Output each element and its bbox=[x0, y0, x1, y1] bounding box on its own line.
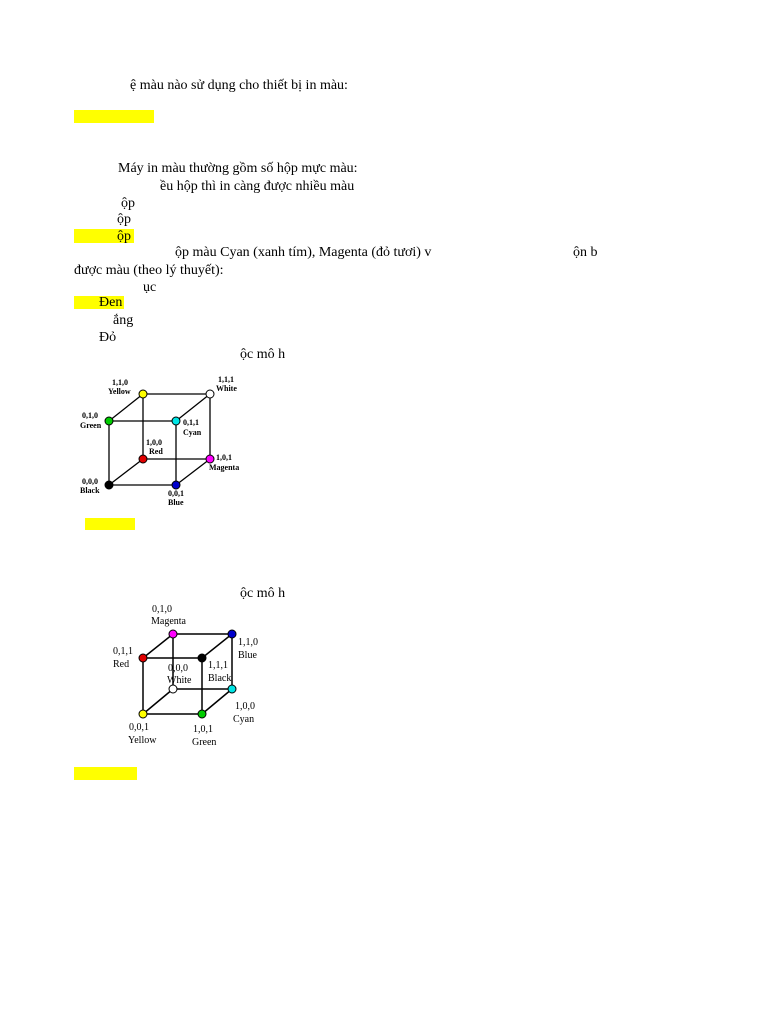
cyan-label: Cyan bbox=[233, 714, 254, 725]
magenta-vertex-dot bbox=[205, 454, 215, 464]
blue-code-label: 1,1,0 bbox=[238, 637, 258, 648]
answer-highlight bbox=[85, 518, 135, 530]
white-code-label: 0,0,0 bbox=[168, 663, 188, 674]
red-label: Red bbox=[113, 659, 129, 670]
cyan-code-label: 1,0,0 bbox=[235, 701, 255, 712]
green-label: Green bbox=[80, 421, 102, 430]
black-label: Black bbox=[208, 673, 231, 684]
question-2-option: ộp bbox=[117, 212, 131, 227]
cyan-code-label: 0,1,1 bbox=[183, 418, 199, 427]
magenta-label: Magenta bbox=[209, 463, 239, 472]
yellow-vertex-dot bbox=[138, 709, 148, 719]
answer-highlight bbox=[74, 110, 154, 123]
question-1-text: ệ màu nào sử dụng cho thiết bị in màu: bbox=[130, 78, 348, 93]
answer-highlight bbox=[74, 767, 137, 780]
black-label: Black bbox=[80, 486, 100, 495]
cyan-vertex-dot bbox=[171, 416, 181, 426]
question-3-option: Đỏ bbox=[99, 330, 117, 345]
magenta-code-label: 0,1,0 bbox=[152, 604, 172, 615]
answer-highlight bbox=[74, 229, 134, 243]
blue-vertex-dot bbox=[171, 480, 181, 490]
blue-label: Blue bbox=[168, 498, 184, 507]
green-code-label: 0,1,0 bbox=[82, 411, 98, 420]
question-2-line-2: ều hộp thì in càng được nhiều màu bbox=[160, 179, 355, 194]
yellow-code-label: 1,1,0 bbox=[112, 378, 128, 387]
question-5-text: ộc mô h bbox=[240, 586, 286, 601]
red-code-label: 0,1,1 bbox=[113, 646, 133, 657]
question-3-line-1: ộp màu Cyan (xanh tím), Magenta (đỏ tươi… bbox=[175, 245, 432, 260]
magenta-label: Magenta bbox=[151, 616, 187, 627]
red-code-label: 1,0,0 bbox=[146, 438, 162, 447]
black-vertex-dot bbox=[104, 480, 114, 490]
rgb-cube-diagram: 1,1,0 Yellow 1,1,1 White 0,1,0 Green 0,1… bbox=[80, 375, 239, 507]
cmy-cube-diagram: 0,1,0 Magenta 1,1,0 Blue 0,1,1 Red 0,0,0… bbox=[113, 604, 258, 748]
question-3-option: Đen bbox=[99, 295, 123, 310]
question-3-option: ục bbox=[143, 280, 157, 295]
black-code-label: 1,1,1 bbox=[208, 660, 228, 671]
red-vertex-dot bbox=[138, 653, 148, 663]
white-code-label: 1,1,1 bbox=[218, 375, 234, 384]
yellow-code-label: 0,0,1 bbox=[129, 722, 149, 733]
green-vertex-dot bbox=[197, 709, 207, 719]
green-label: Green bbox=[192, 737, 216, 748]
yellow-vertex-dot bbox=[138, 389, 148, 399]
white-vertex-dot bbox=[168, 684, 178, 694]
answer-highlight bbox=[74, 296, 124, 309]
question-3-line-1-end: ộn b bbox=[573, 245, 598, 260]
blue-vertex-dot bbox=[227, 629, 237, 639]
question-4-text: ộc mô h bbox=[240, 347, 286, 362]
blue-code-label: 0,0,1 bbox=[168, 489, 184, 498]
yellow-label: Yellow bbox=[108, 387, 131, 396]
cyan-vertex-dot bbox=[227, 684, 237, 694]
green-code-label: 1,0,1 bbox=[193, 724, 213, 735]
white-label: White bbox=[216, 384, 237, 393]
white-vertex-dot bbox=[205, 389, 215, 399]
question-2-line-1: Máy in màu thường gồm số hộp mực màu: bbox=[118, 161, 358, 176]
black-vertex-dot bbox=[197, 653, 207, 663]
question-3-option: ắng bbox=[113, 313, 134, 328]
cyan-label: Cyan bbox=[183, 428, 202, 437]
blue-label: Blue bbox=[238, 650, 257, 661]
question-2-option: ộp bbox=[121, 196, 135, 211]
magenta-vertex-dot bbox=[168, 629, 178, 639]
white-label: White bbox=[167, 675, 192, 686]
black-code-label: 0,0,0 bbox=[82, 477, 98, 486]
red-vertex-dot bbox=[138, 454, 148, 464]
question-2-option: ộp bbox=[117, 229, 131, 244]
magenta-code-label: 1,0,1 bbox=[216, 453, 232, 462]
yellow-label: Yellow bbox=[128, 735, 157, 746]
question-3-line-2: được màu (theo lý thuyết): bbox=[74, 263, 224, 278]
green-vertex-dot bbox=[104, 416, 114, 426]
red-label: Red bbox=[149, 447, 163, 456]
